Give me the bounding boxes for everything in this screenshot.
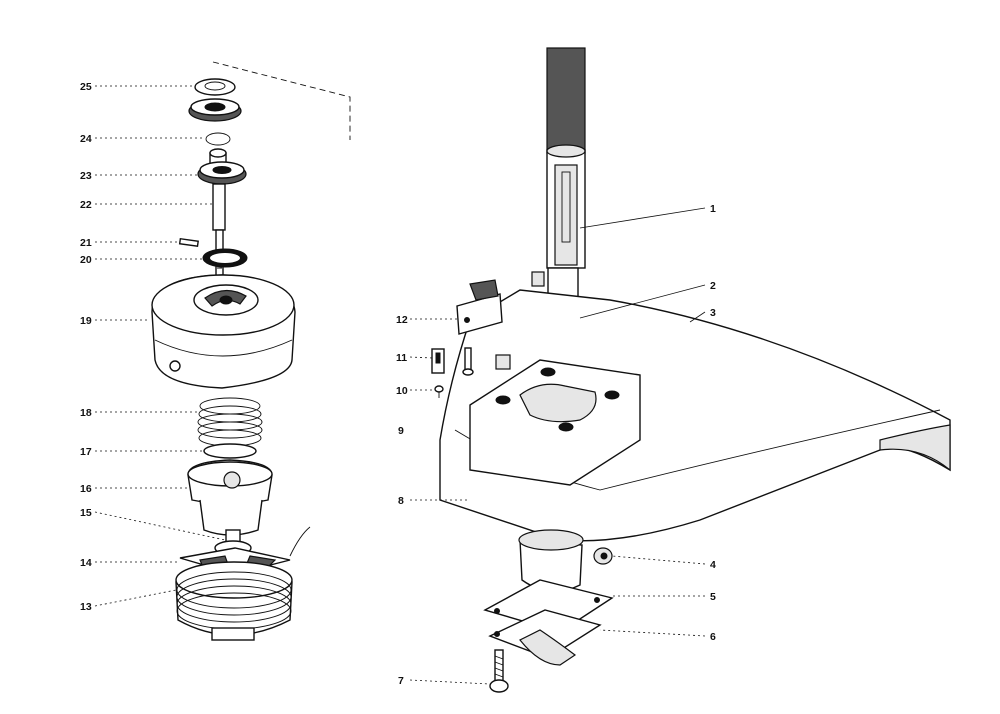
label-13: 13 (80, 601, 92, 613)
part-17-washer (203, 443, 257, 459)
label-22: 22 (80, 199, 92, 211)
part-21-pin (178, 237, 199, 248)
label-24: 24 (80, 133, 92, 145)
part-screw-small (462, 347, 474, 376)
part-18-spring (197, 397, 263, 447)
part-nut-top (531, 271, 545, 287)
trimmer-head-assembly (151, 61, 351, 641)
label-11: 11 (396, 352, 407, 364)
label-19: 19 (80, 315, 92, 327)
label-21: 21 (80, 237, 92, 249)
part-13-spool (175, 561, 293, 641)
label-8: 8 (398, 495, 404, 507)
part-20-star-washer (202, 248, 248, 268)
part-10-pin (434, 385, 444, 398)
label-5: 5 (710, 591, 716, 603)
part-1-shaft-tube (544, 47, 586, 334)
label-18: 18 (80, 407, 92, 419)
part-11-plate (431, 348, 445, 374)
label-2: 2 (710, 280, 716, 292)
part-16-cup (187, 459, 273, 536)
part-6-plate (488, 609, 602, 666)
part-24-snap-ring (205, 132, 231, 146)
label-16: 16 (80, 483, 92, 495)
label-3: 3 (710, 307, 716, 319)
label-23: 23 (80, 170, 92, 182)
label-4: 4 (710, 559, 716, 571)
label-10: 10 (396, 385, 408, 397)
label-15: 15 (80, 507, 92, 519)
part-7-bolt (489, 649, 509, 693)
gearhead-assembly (431, 47, 951, 693)
label-9: 9 (398, 425, 404, 437)
part-4-nut (593, 547, 613, 565)
leader-lines (94, 85, 706, 685)
part-12-bracket (456, 279, 503, 335)
label-20: 20 (80, 254, 92, 266)
part-25-washer (194, 78, 236, 96)
label-14: 14 (80, 557, 92, 569)
part-19-cover (151, 274, 296, 389)
label-12: 12 (396, 314, 408, 326)
part-nut-housing (495, 354, 511, 370)
label-6: 6 (710, 631, 716, 643)
label-1: 1 (710, 203, 716, 215)
part-top-plate (469, 359, 641, 486)
part-lower-body (518, 529, 584, 593)
callout-labels: 25 24 23 22 21 20 19 18 17 16 15 14 13 1… (80, 81, 716, 687)
label-17: 17 (80, 446, 92, 458)
part-23-bearing (197, 148, 247, 185)
label-25: 25 (80, 81, 92, 93)
part-bearing-upper (188, 98, 242, 122)
label-7: 7 (398, 675, 404, 687)
